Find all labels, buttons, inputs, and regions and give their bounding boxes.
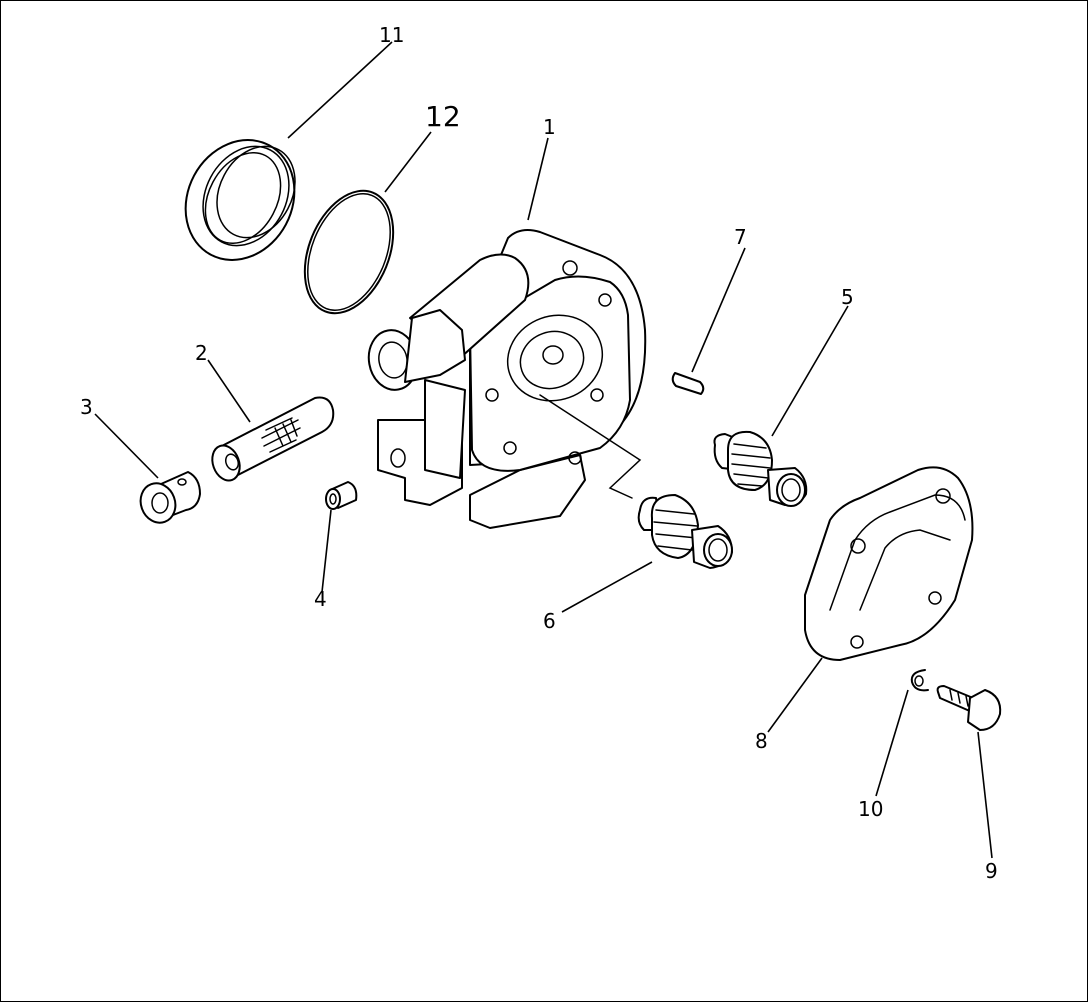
callout-1: 1 [543,115,556,139]
callout-7: 7 [734,225,747,249]
callout-3: 3 [80,395,93,419]
part-4-small-plug [325,481,358,510]
part-3-plug [139,471,201,524]
callout-8: 8 [755,729,768,753]
part-11-seal [184,139,296,261]
part-10-washer [910,669,929,692]
callout-10: 10 [858,797,883,821]
callout-6: 6 [543,609,556,633]
part-9-bolt [936,685,1002,731]
callout-11: 11 [379,23,404,47]
callout-5: 5 [841,285,854,309]
part-7-pin [671,372,705,395]
part-2-strainer [211,396,335,482]
callout-4: 4 [314,587,327,611]
callout-12: 12 [425,100,461,133]
callout-9: 9 [985,859,998,883]
part-1-pump-body [367,229,647,529]
part-5-drive-gear [713,430,808,507]
part-12-o-ring [303,189,395,315]
callout-2: 2 [195,341,208,365]
part-6-driven-gear [637,494,733,569]
part-8-cover [804,466,974,661]
